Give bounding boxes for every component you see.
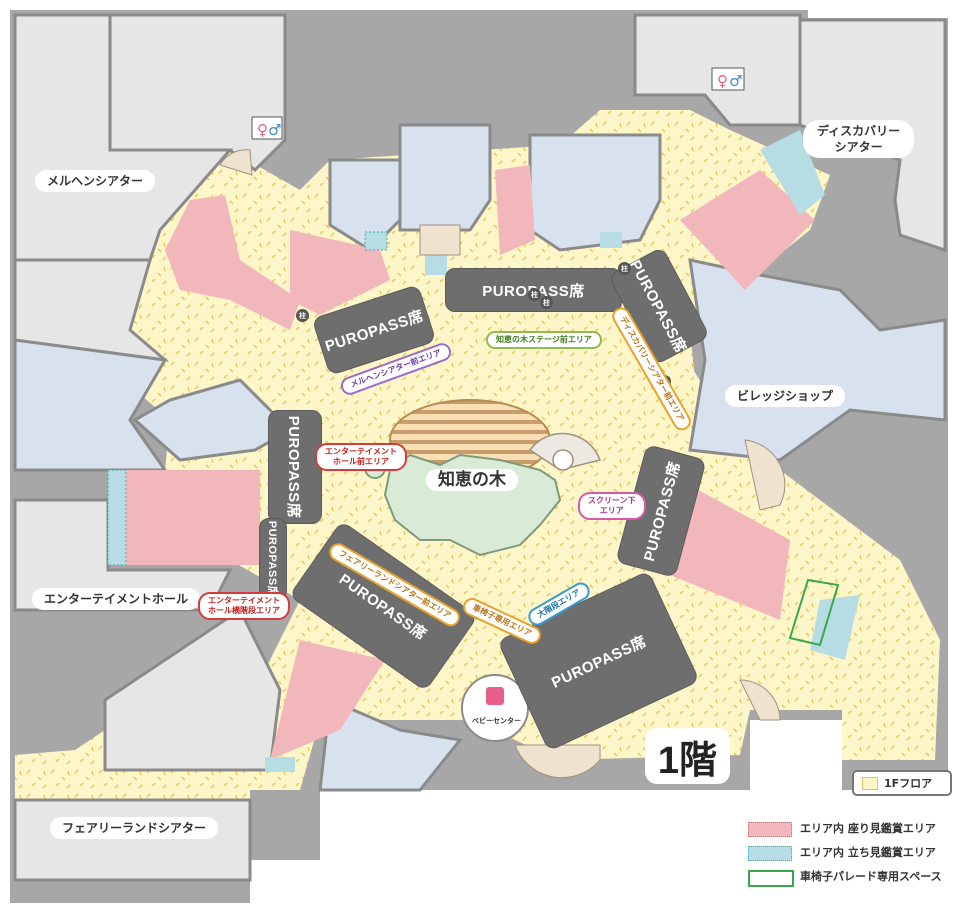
svg-text:♂: ♂ (729, 72, 742, 90)
seated-zone (165, 195, 300, 330)
label-discovery-line2: シアター (834, 140, 883, 154)
legend-standing-label: エリア内 立ち見鑑賞エリア (800, 846, 936, 859)
tag-ent-side-line1: エンターテイメント (208, 596, 280, 605)
legend-floor-swatch (862, 777, 878, 790)
legend-floor-box: 1Fフロア (852, 770, 952, 796)
puropass-seat-left: PUROPASS席 (268, 410, 322, 524)
legend-floor-label: 1Fフロア (884, 777, 933, 790)
wheelchair-space (788, 578, 840, 647)
fairyland-theater-building (13, 798, 252, 882)
floor-number-label: 1階 (645, 728, 730, 784)
tag-ent-side-line2: ホール横階段エリア (208, 606, 280, 615)
pillar-marker: 柱 (528, 288, 541, 301)
puropass-seat-left-small: PUROPASS席 (259, 518, 287, 600)
tag-ent-front-line1: エンターテイメント (325, 447, 397, 456)
tag-screen: スクリーン下 エリア (578, 492, 646, 520)
label-baby-center: ベビーセンター (472, 717, 521, 725)
village-shop-building (688, 258, 947, 462)
tag-screen-line1: スクリーン下 (588, 496, 636, 505)
legend-seated-label: エリア内 座り見鑑賞エリア (800, 822, 936, 835)
tag-ent-front-line2: ホール前エリア (333, 457, 389, 466)
pillar-marker: 柱 (618, 262, 631, 275)
puropass-seat-top: PUROPASS席 (445, 268, 622, 312)
label-entertainment-hall: エンターテイメントホール (32, 588, 201, 610)
label-discovery-theater: ディスカバリー シアター (803, 120, 915, 158)
legend-wheelchair-label: 車椅子パレード専用スペース (800, 870, 942, 883)
legend-wheelchair-swatch (748, 870, 794, 887)
svg-text:♂: ♂ (268, 121, 281, 139)
legend-standing-swatch (748, 846, 792, 861)
legend-seated-swatch (748, 822, 792, 837)
svg-text:♀: ♀ (717, 72, 728, 90)
restroom-block-left (108, 13, 287, 173)
tag-ent-front: エンターテイメント ホール前エリア (315, 443, 407, 471)
tag-ent-side: エンターテイメント ホール横階段エリア (198, 592, 290, 620)
label-village-shop: ビレッジショップ (725, 385, 846, 407)
pillar-marker: 柱 (540, 296, 553, 309)
label-tree-of-wisdom: 知恵の木 (426, 469, 518, 491)
tag-tree-stage: 知恵の木ステージ前エリア (486, 331, 602, 349)
svg-text:♀: ♀ (257, 121, 268, 139)
label-fairyland-theater: フェアリーランドシアター (50, 817, 219, 839)
label-discovery-line1: ディスカバリー (817, 124, 901, 138)
label-marchen-theater: メルヘンシアター (35, 170, 156, 192)
pillar-marker: 柱 (296, 309, 309, 322)
tag-screen-line2: エリア (599, 506, 624, 515)
